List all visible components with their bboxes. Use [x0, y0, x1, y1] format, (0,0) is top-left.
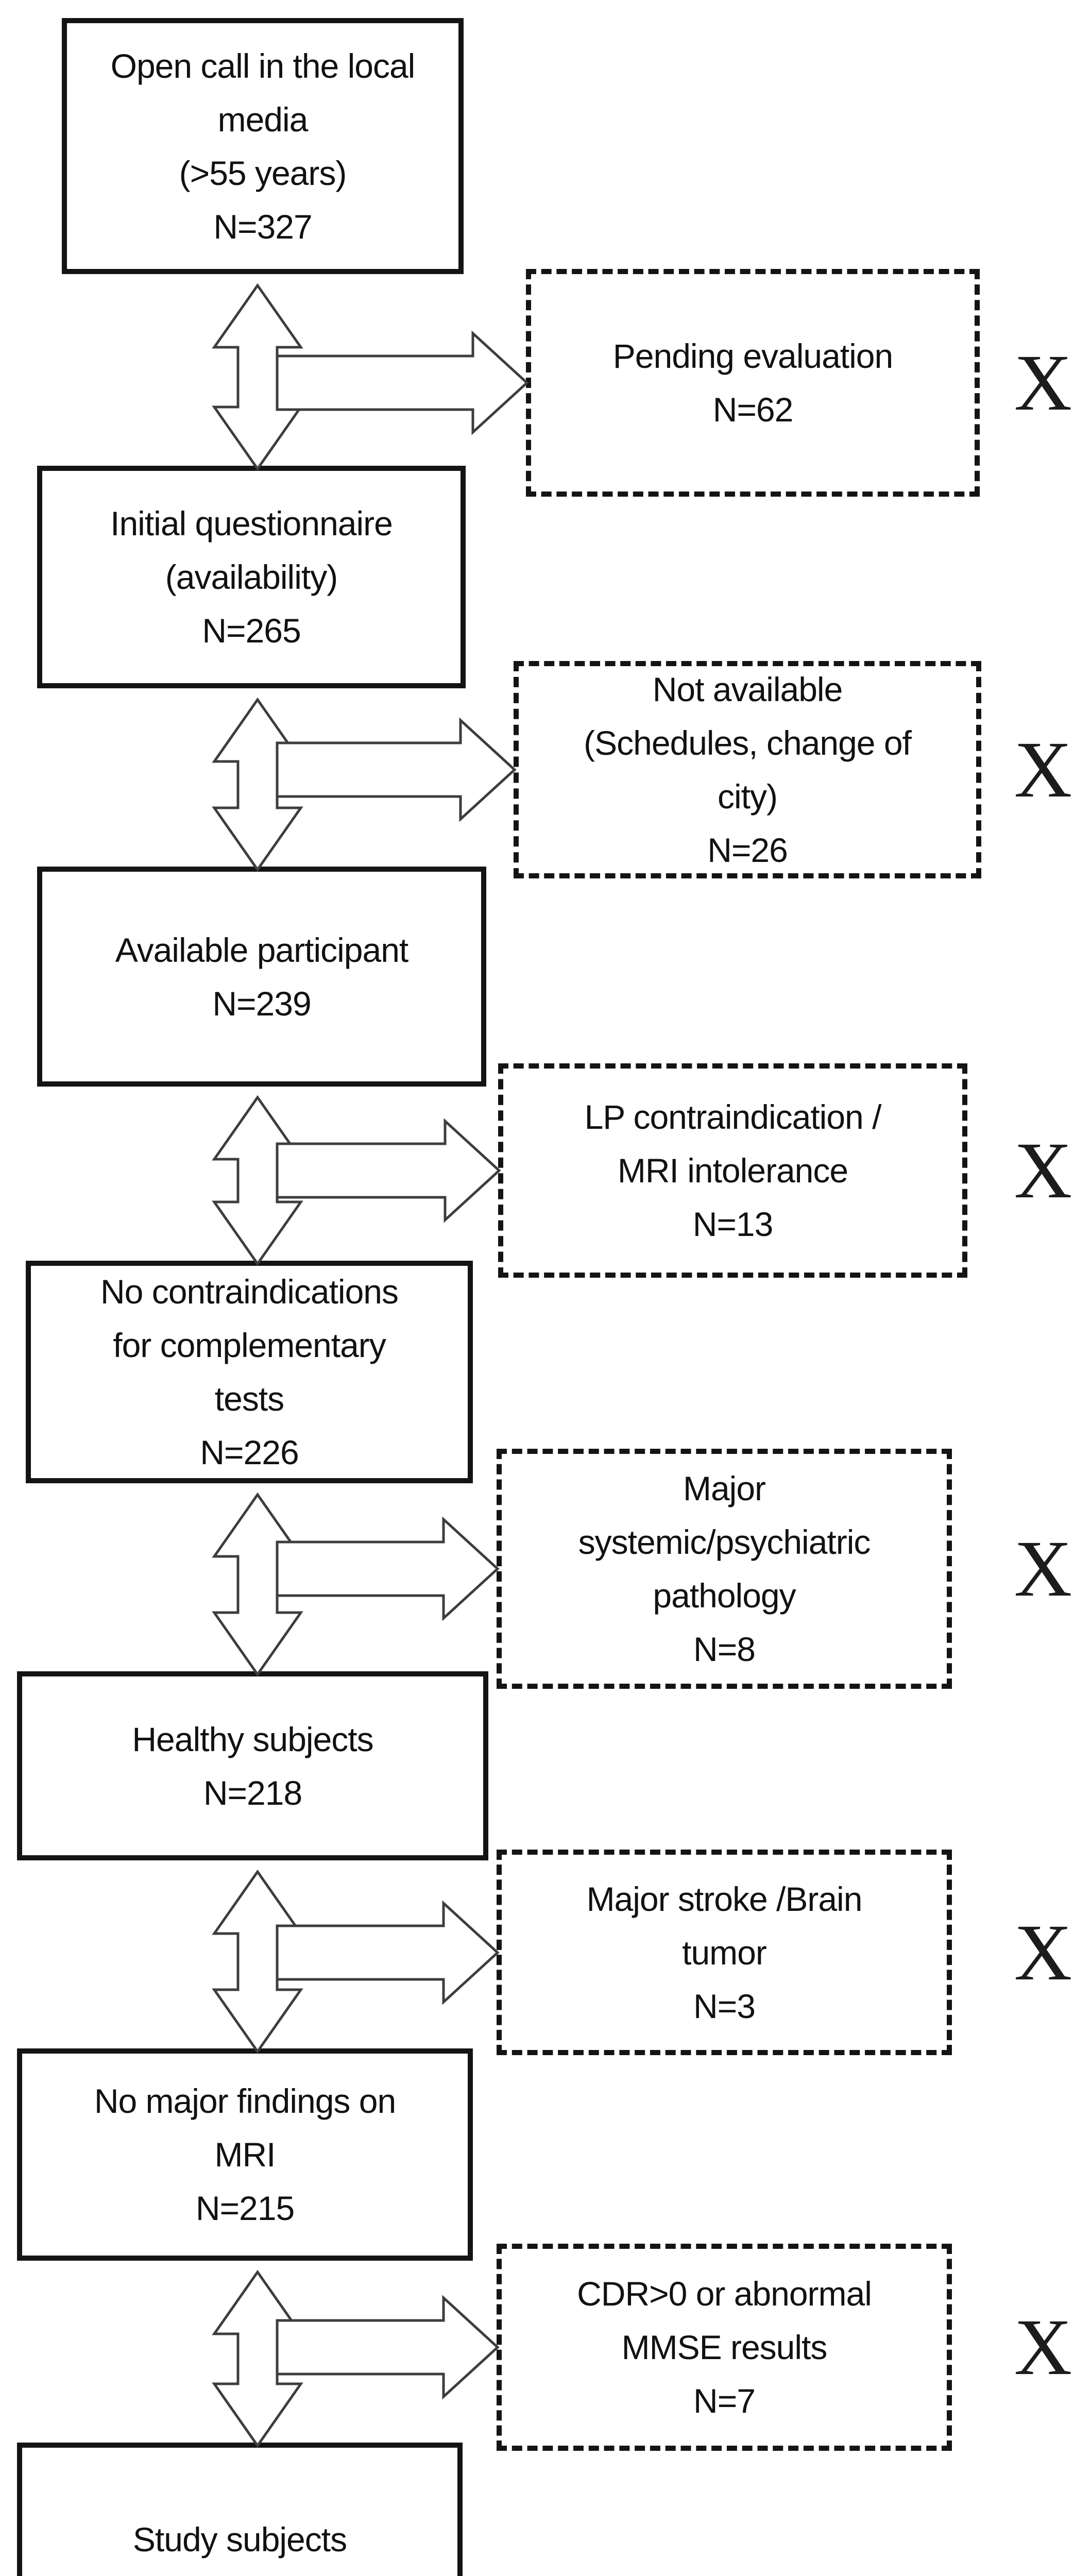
main-box-initial-questionnaire: Initial questionnaire (availability) N=2…	[37, 466, 466, 688]
main-box-open-call-n: N=327	[213, 207, 312, 246]
up-down-block-arrow-icon	[212, 283, 303, 471]
exclusion-box-pending-evaluation: Pending evaluation N=62	[526, 269, 980, 497]
exclusion-box-pending-evaluation-text: Pending evaluation	[612, 337, 893, 375]
exclusion-box-stroke-tumor: Major stroke /Brain tumor N=3	[497, 1850, 952, 2055]
exclusion-box-cdr-mmse-n: N=7	[693, 2382, 756, 2420]
exclusion-box-major-pathology-text: Major systemic/psychiatric pathology	[578, 1469, 871, 1615]
flow-arrow-junction-5	[212, 1869, 500, 2054]
exclusion-box-stroke-tumor-n: N=3	[693, 1987, 756, 2025]
main-box-healthy-subjects: Healthy subjects N=218	[17, 1671, 488, 1860]
exclusion-box-not-available: Not available (Schedules, change of city…	[514, 661, 981, 878]
main-box-no-major-findings: No major findings on MRI N=215	[17, 2048, 473, 2261]
main-box-available-participant-n: N=239	[212, 984, 311, 1023]
exclusion-x-mark-6: X	[1014, 2302, 1072, 2392]
flow-arrow-junction-3	[212, 1095, 501, 1266]
main-box-no-contraindications: No contraindications for complementary t…	[26, 1261, 473, 1483]
flow-arrow-junction-2	[212, 697, 517, 872]
main-box-healthy-subjects-n: N=218	[203, 1773, 302, 1812]
flow-arrow-junction-4	[212, 1492, 500, 1677]
main-box-healthy-subjects-text: Healthy subjects	[132, 1720, 373, 1758]
exclusion-x-mark-2: X	[1014, 725, 1072, 814]
flow-arrow-junction-6	[212, 2269, 500, 2448]
exclusion-box-lp-contraindication-text: LP contraindication / MRI intolerance	[584, 1098, 882, 1190]
main-box-open-call-text: Open call in the local media (>55 years)	[110, 46, 416, 192]
exclusion-box-lp-contraindication-n: N=13	[692, 1205, 774, 1243]
exclusion-x-mark-1: X	[1014, 338, 1072, 427]
main-box-study-subjects-text: Study subjects	[132, 2520, 347, 2558]
right-block-arrow-icon	[276, 1118, 501, 1223]
exclusion-box-stroke-tumor-text: Major stroke /Brain tumor	[586, 1879, 863, 1972]
main-box-initial-questionnaire-text: Initial questionnaire (availability)	[110, 504, 393, 596]
main-box-study-subjects-n: N=208	[191, 2566, 289, 2576]
main-box-available-participant-text: Available participant	[115, 930, 408, 969]
exclusion-box-pending-evaluation-n: N=62	[712, 391, 794, 429]
exclusion-box-cdr-mmse-text: CDR>0 or abnormal MMSE results	[577, 2275, 872, 2366]
exclusion-box-major-pathology-n: N=8	[693, 1630, 756, 1668]
exclusion-box-not-available-text: Not available (Schedules, change of city…	[584, 670, 912, 816]
main-box-open-call: Open call in the local media (>55 years)…	[62, 18, 464, 274]
right-block-arrow-icon	[276, 2295, 500, 2400]
exclusion-box-major-pathology: Major systemic/psychiatric pathology N=8	[497, 1449, 952, 1689]
exclusion-x-mark-4: X	[1014, 1524, 1072, 1613]
right-block-arrow-icon	[276, 717, 517, 822]
main-box-no-contraindications-n: N=226	[200, 1433, 299, 1471]
main-box-no-major-findings-text: No major findings on MRI	[94, 2082, 396, 2174]
exclusion-x-mark-5: X	[1014, 1908, 1072, 1997]
right-block-arrow-icon	[276, 1516, 500, 1621]
exclusion-x-mark-3: X	[1014, 1126, 1072, 1215]
exclusion-box-lp-contraindication: LP contraindication / MRI intolerance N=…	[498, 1063, 967, 1278]
main-box-no-contraindications-text: No contraindications for complementary t…	[100, 1273, 399, 1418]
right-block-arrow-icon	[276, 1900, 500, 2005]
main-box-study-subjects: Study subjects N=208	[17, 2443, 463, 2576]
exclusion-box-not-available-n: N=26	[707, 831, 788, 869]
main-box-no-major-findings-n: N=215	[195, 2189, 295, 2227]
exclusion-box-cdr-mmse: CDR>0 or abnormal MMSE results N=7	[497, 2244, 952, 2451]
main-box-initial-questionnaire-n: N=265	[202, 612, 301, 650]
right-block-arrow-icon	[276, 330, 529, 435]
flow-arrow-junction-1	[212, 283, 529, 471]
main-box-available-participant: Available participant N=239	[37, 867, 486, 1087]
